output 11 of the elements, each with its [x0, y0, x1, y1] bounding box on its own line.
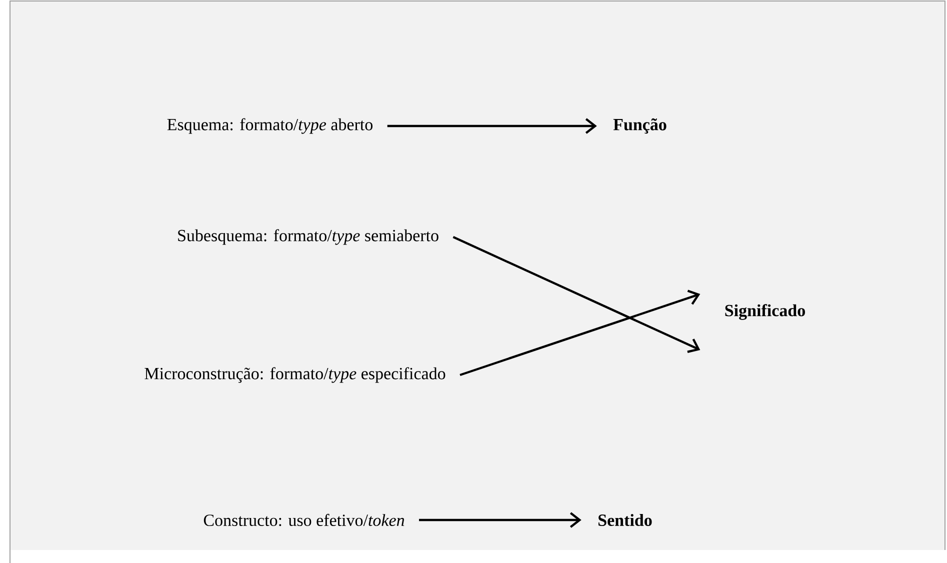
arrow [460, 290, 700, 376]
label-text: Microconstrução: formato/type especificado [144, 367, 446, 383]
label-text: Subesquema: formato/type semiaberto [178, 229, 438, 245]
label-text: Constructo: uso efetivo/token [204, 514, 404, 526]
arrow [452, 236, 700, 353]
label-text: Função [613, 118, 666, 134]
label-text: Sentido [598, 514, 652, 526]
arrow [419, 512, 582, 528]
arrow [387, 118, 597, 134]
label-text: Esquema: formato/type aberto [167, 118, 372, 134]
label-text: Significado [725, 304, 805, 320]
